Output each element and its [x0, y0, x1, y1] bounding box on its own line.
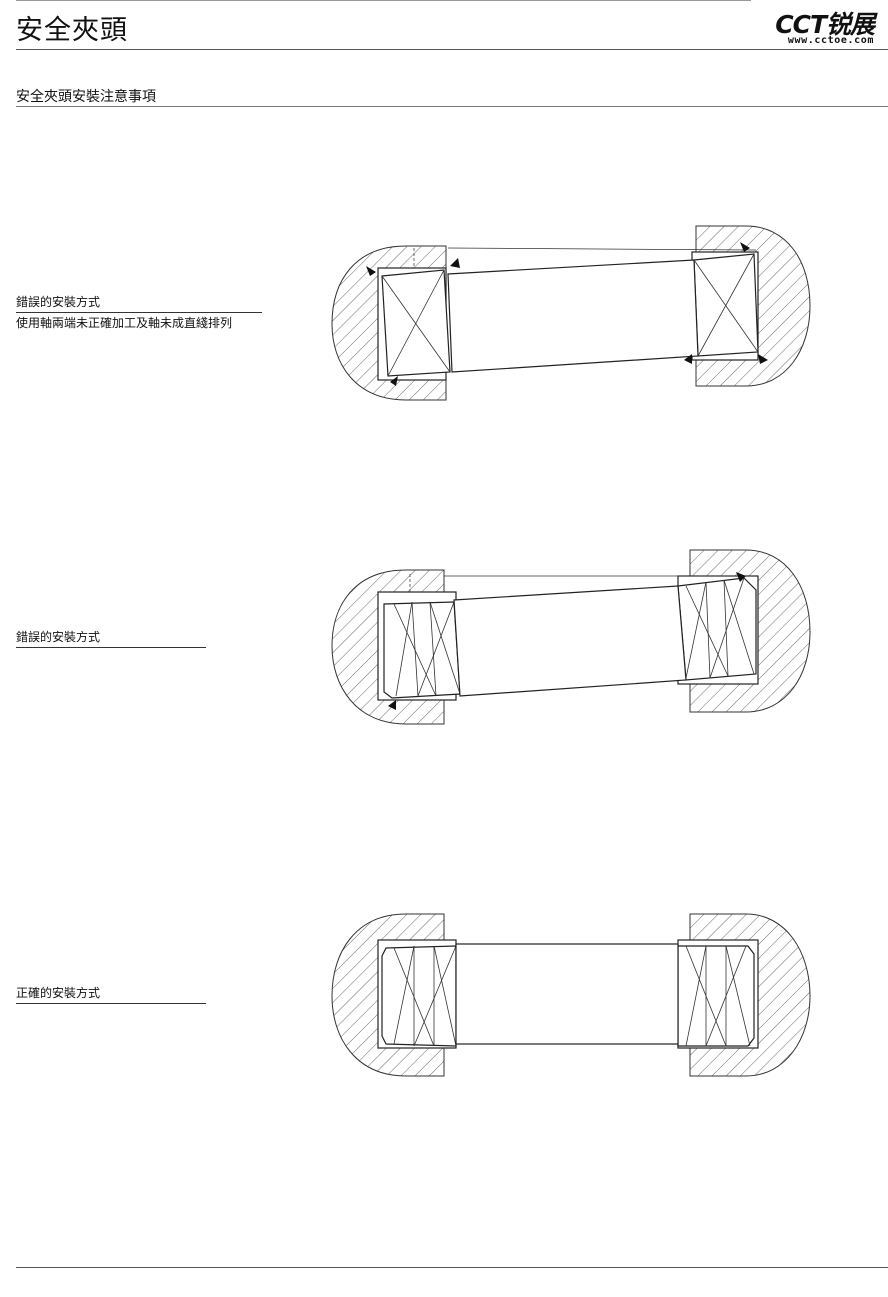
shaft	[455, 943, 679, 1045]
right-housing	[695, 225, 811, 387]
figure-2-diagram	[331, 549, 811, 725]
figure-3-diagram	[331, 913, 811, 1077]
page-title: 安全夾頭	[16, 15, 128, 46]
brand-logo-text: CCT锐展	[775, 10, 875, 39]
right-housing	[689, 549, 811, 713]
shaft	[447, 259, 699, 373]
left-housing	[331, 913, 445, 1077]
header-rule	[16, 49, 888, 50]
right-housing	[689, 913, 811, 1077]
left-housing	[331, 245, 447, 401]
top-rule	[16, 0, 751, 1]
left-bearing-stack	[383, 601, 461, 699]
left-housing	[331, 569, 445, 725]
brand-logo-url: www.cctoe.com	[787, 35, 874, 46]
section-title: 安全夾頭安裝注意事項	[16, 89, 156, 105]
figure-1-diagram	[331, 225, 811, 401]
section-rule	[16, 106, 888, 107]
figure-1-sublabel: 使用軸兩端未正確加工及軸未成直綫排列	[16, 316, 233, 330]
shaft	[453, 585, 687, 697]
figure-1-label-rule	[16, 312, 262, 313]
figure-2-label: 錯誤的安裝方式	[16, 630, 101, 644]
footer-rule	[16, 1267, 888, 1268]
figure-3-label: 正確的安裝方式	[16, 986, 101, 1000]
figure-3-label-rule	[16, 1003, 206, 1004]
brand-logo: CCT锐展 www.cctoe.com	[762, 8, 875, 46]
figure-1-label: 錯誤的安裝方式	[16, 295, 101, 309]
right-bearing-stack	[677, 945, 755, 1047]
figure-2-label-rule	[16, 647, 206, 648]
